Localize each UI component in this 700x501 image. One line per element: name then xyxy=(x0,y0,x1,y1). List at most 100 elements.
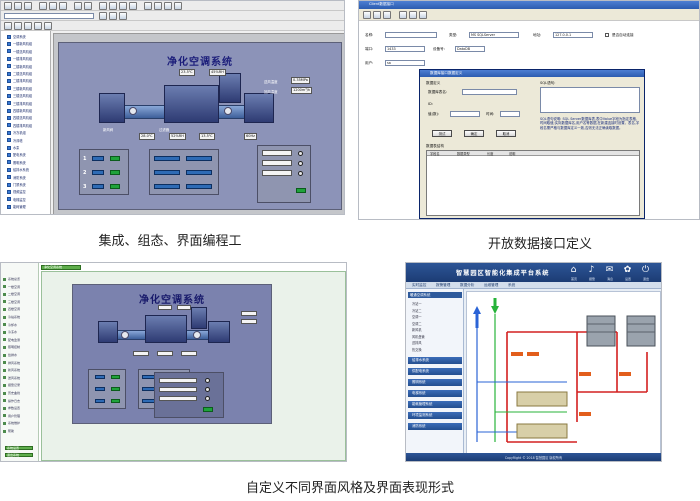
sidebar-system-button[interactable]: 照明系统 xyxy=(408,379,462,386)
sidebar-system-button[interactable]: 供配电系统 xyxy=(408,368,462,375)
sidebar-subitem[interactable]: 新风机 xyxy=(412,328,422,332)
sql-textarea[interactable] xyxy=(540,87,640,113)
value-field[interactable] xyxy=(450,111,480,117)
save-icon[interactable] xyxy=(24,2,32,10)
pointer-icon[interactable] xyxy=(4,22,12,30)
field-grid[interactable]: 字段名 数据类型 长度 说明 xyxy=(426,150,640,216)
ok-button[interactable]: 确定 xyxy=(464,130,484,137)
sidebar-head[interactable]: 暖通空调系统 xyxy=(408,292,462,298)
run-indicator[interactable] xyxy=(110,156,120,161)
sidebar-subitem[interactable]: 冷站二 xyxy=(412,308,422,313)
sidebar-item[interactable]: 历史曲线 xyxy=(3,391,37,395)
cut-icon[interactable] xyxy=(39,2,47,10)
mode-button[interactable] xyxy=(154,184,180,189)
sidebar-item[interactable]: 用户管理 xyxy=(3,414,37,418)
sidebar-subitem[interactable]: 冷站一 xyxy=(412,302,422,306)
mode-button[interactable] xyxy=(186,170,212,175)
tab-scada[interactable]: 净化空调系统 xyxy=(41,265,81,270)
tree-item[interactable]: 电梯监控 xyxy=(7,197,26,202)
settings-button[interactable]: 系统设置 xyxy=(5,446,33,450)
sidebar-system-button[interactable]: 能耗管理系统 xyxy=(408,401,462,408)
grid-icon[interactable] xyxy=(109,2,117,10)
mode-button[interactable] xyxy=(186,184,212,189)
tree-item[interactable]: 四楼排风机组 xyxy=(7,123,32,128)
device-field[interactable]: DataDB xyxy=(455,46,485,52)
sidebar-item[interactable]: 操作日志 xyxy=(3,399,37,403)
gear-icon[interactable]: ✿ xyxy=(623,265,632,275)
new-file-icon[interactable] xyxy=(4,2,12,10)
cancel-button[interactable]: 取消 xyxy=(496,130,516,137)
home-icon[interactable]: ⌂ xyxy=(570,265,577,275)
text-icon[interactable] xyxy=(154,2,162,10)
sidebar-item[interactable]: 排风系统 xyxy=(3,361,37,365)
copy-icon[interactable] xyxy=(49,2,57,10)
sidebar-item[interactable]: 送风系统 xyxy=(3,376,37,380)
polygon-icon[interactable] xyxy=(44,22,52,30)
sidebar-item[interactable]: 配电监测 xyxy=(3,338,37,342)
tree-item[interactable]: 空调系统 xyxy=(7,34,26,39)
nav-item[interactable]: 报警管理 xyxy=(436,283,451,287)
sidebar-item[interactable]: 一楼空调 xyxy=(3,285,37,289)
sidebar-system-button[interactable]: 环境监测系统 xyxy=(408,412,462,419)
tree-item[interactable]: 冷冻机组 xyxy=(7,130,26,135)
time-field[interactable] xyxy=(500,111,520,117)
bold-icon[interactable] xyxy=(99,12,107,20)
start-button[interactable] xyxy=(95,399,105,403)
start-button[interactable] xyxy=(92,156,104,161)
sidebar-item[interactable]: 帮助 xyxy=(3,429,37,433)
italic-icon[interactable] xyxy=(109,12,117,20)
tree-item[interactable]: 三楼新风机组 xyxy=(7,86,32,91)
tree-item[interactable]: 一楼新风机组 xyxy=(7,41,32,46)
tree-item[interactable]: 三楼送风机组 xyxy=(7,93,32,98)
sidebar-subitem[interactable]: 风机盘管 xyxy=(412,334,425,339)
line-icon[interactable] xyxy=(14,22,22,30)
run-indicator[interactable] xyxy=(111,387,120,391)
disconnect-icon[interactable] xyxy=(409,11,417,19)
sidebar-system-button[interactable]: 电梯系统 xyxy=(408,390,462,397)
start-button[interactable] xyxy=(92,184,104,189)
sidebar-item[interactable]: 参数设置 xyxy=(3,406,37,410)
align-icon[interactable] xyxy=(99,2,107,10)
run-icon[interactable] xyxy=(129,2,137,10)
tree-item[interactable]: 能耗管理 xyxy=(7,204,26,209)
tree-item[interactable]: 冷却塔 xyxy=(7,138,23,143)
zoom-icon[interactable] xyxy=(119,2,127,10)
ellipse-icon[interactable] xyxy=(34,22,42,30)
tree-item[interactable]: 二楼新风机组 xyxy=(7,64,32,69)
sidebar-subitem[interactable]: 空调二 xyxy=(412,321,422,326)
tree-item[interactable]: 四楼新风机组 xyxy=(7,108,32,113)
sidebar-system-button[interactable]: 给排水系统 xyxy=(408,357,462,364)
run-indicator[interactable] xyxy=(111,375,120,379)
tree-item[interactable]: 二楼排风机组 xyxy=(7,78,32,83)
rect-icon[interactable] xyxy=(24,22,32,30)
sidebar-item[interactable]: 系统维护 xyxy=(3,421,37,425)
sidebar-subitem[interactable]: 送排风 xyxy=(412,341,422,345)
mode-button[interactable] xyxy=(186,156,212,161)
address-field[interactable]: 127.0.0.1 xyxy=(553,32,593,38)
new-icon[interactable] xyxy=(363,11,371,19)
tree-item[interactable]: 配电系统 xyxy=(7,152,26,157)
sidebar-item[interactable]: 照明控制 xyxy=(3,345,37,349)
sidebar-subitem[interactable]: 空调一 xyxy=(412,315,422,319)
user-field[interactable]: sa xyxy=(385,60,425,66)
tree-item[interactable]: 四楼送风机组 xyxy=(7,115,32,120)
run-indicator[interactable] xyxy=(110,170,120,175)
nav-item[interactable]: 数据分析 xyxy=(460,283,475,287)
sidebar-item[interactable]: 三楼空调 xyxy=(3,300,37,304)
sidebar-item[interactable]: 冷冻水 xyxy=(3,330,37,334)
tree-item[interactable]: 视频监控 xyxy=(7,189,26,194)
test-button[interactable]: 测试 xyxy=(432,130,452,137)
tree-item[interactable]: 给排水系统 xyxy=(7,167,29,172)
tree-item[interactable]: 一楼排风机组 xyxy=(7,56,32,61)
connect-icon[interactable] xyxy=(399,11,407,19)
tree-item[interactable]: 二楼送风机组 xyxy=(7,71,32,76)
sidebar-item[interactable]: 冷站系统 xyxy=(3,315,37,319)
paste-icon[interactable] xyxy=(59,2,67,10)
type-select[interactable]: MS SQLServer xyxy=(469,32,519,38)
run-indicator[interactable] xyxy=(111,399,120,403)
sidebar-item[interactable]: 报警记录 xyxy=(3,383,37,387)
sidebar-item[interactable]: 冷却水 xyxy=(3,323,37,327)
shape-icon[interactable] xyxy=(164,2,172,10)
confirm-button[interactable] xyxy=(203,407,213,412)
tree-item[interactable]: 门禁系统 xyxy=(7,182,26,187)
